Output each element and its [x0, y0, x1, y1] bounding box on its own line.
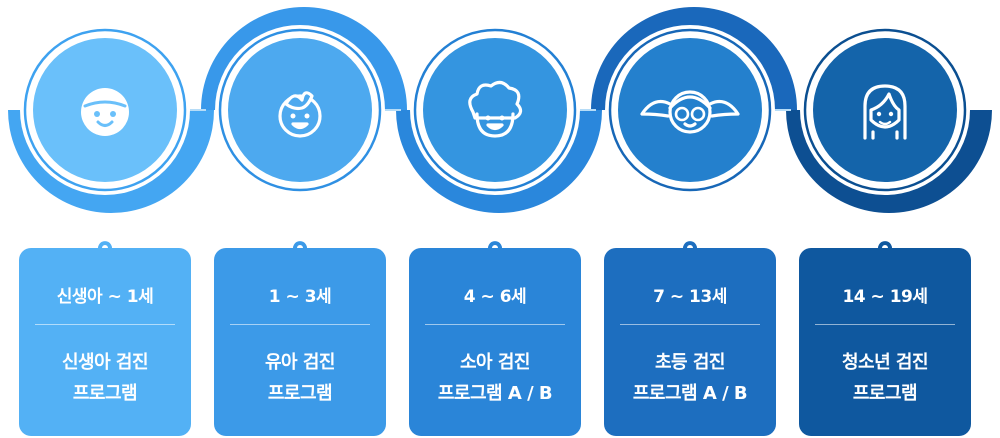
curly-hair-child-icon	[468, 80, 523, 138]
card-age-label: 1 ~ 3세	[268, 287, 332, 307]
arc-4-upper	[591, 7, 797, 110]
card-program-name: 유아 검진	[264, 352, 336, 373]
card-program-name: 초등 검진	[654, 352, 726, 373]
card-divider	[425, 324, 565, 325]
connector-line	[371, 109, 401, 111]
circle-outer-ring	[413, 28, 577, 192]
circle-outer-ring	[803, 28, 967, 192]
stage-card-teen[interactable]: 14 ~ 19세 청소년 검진 프로그램	[799, 248, 971, 436]
connector-line	[761, 109, 791, 111]
circle-fill	[813, 38, 957, 182]
stage-circle	[215, 25, 385, 195]
card-age-label: 7 ~ 13세	[653, 287, 727, 307]
card-program-name: 청소년 검진	[841, 352, 929, 373]
circle-fill	[423, 38, 567, 182]
card-age-label: 4 ~ 6세	[463, 287, 527, 307]
circle-outer-ring	[218, 28, 382, 192]
circle-outer-ring	[608, 28, 772, 192]
stage-circle	[800, 25, 970, 195]
arc-3-lower	[396, 110, 602, 213]
card-program-sub: 프로그램 A / B	[437, 383, 553, 404]
card-age-label: 신생아 ~ 1세	[56, 287, 154, 307]
card-divider	[230, 324, 370, 325]
toddler-face-icon	[278, 91, 322, 138]
arc-2-upper	[201, 7, 407, 110]
card-divider	[815, 324, 955, 325]
card-program-name: 소아 검진	[459, 352, 531, 373]
pigtail-girl-glasses-icon	[640, 90, 740, 134]
card-program-sub: 프로그램	[267, 383, 333, 404]
stage-circle	[410, 25, 580, 195]
arc-5-lower	[786, 110, 1000, 213]
stage-circles	[20, 25, 970, 195]
card-program-name: 신생아 검진	[61, 352, 149, 373]
card-divider	[620, 324, 760, 325]
connector-arcs	[0, 7, 1000, 213]
stage-icons	[81, 80, 907, 140]
card-age-label: 14 ~ 19세	[842, 287, 928, 307]
stage-card-toddler[interactable]: 1 ~ 3세 유아 검진 프로그램	[214, 248, 386, 436]
stage-circle	[605, 25, 775, 195]
connector-line	[566, 109, 596, 111]
stage-card-preschool[interactable]: 4 ~ 6세 소아 검진 프로그램 A / B	[409, 248, 581, 436]
connector-line	[176, 109, 206, 111]
card-program-sub: 프로그램	[852, 383, 918, 404]
card-program-sub: 프로그램	[72, 383, 138, 404]
circle-outer-ring	[23, 28, 187, 192]
stage-card-newborn[interactable]: 신생아 ~ 1세 신생아 검진 프로그램	[19, 248, 191, 436]
stage-card-elementary[interactable]: 7 ~ 13세 초등 검진 프로그램 A / B	[604, 248, 776, 436]
circle-fill	[618, 38, 762, 182]
card-program-sub: 프로그램 A / B	[632, 383, 748, 404]
circle-fill	[228, 38, 372, 182]
arc-start	[0, 110, 214, 213]
card-divider	[35, 324, 175, 325]
newborn-face-icon	[81, 88, 129, 136]
teen-long-hair-icon	[863, 84, 907, 140]
